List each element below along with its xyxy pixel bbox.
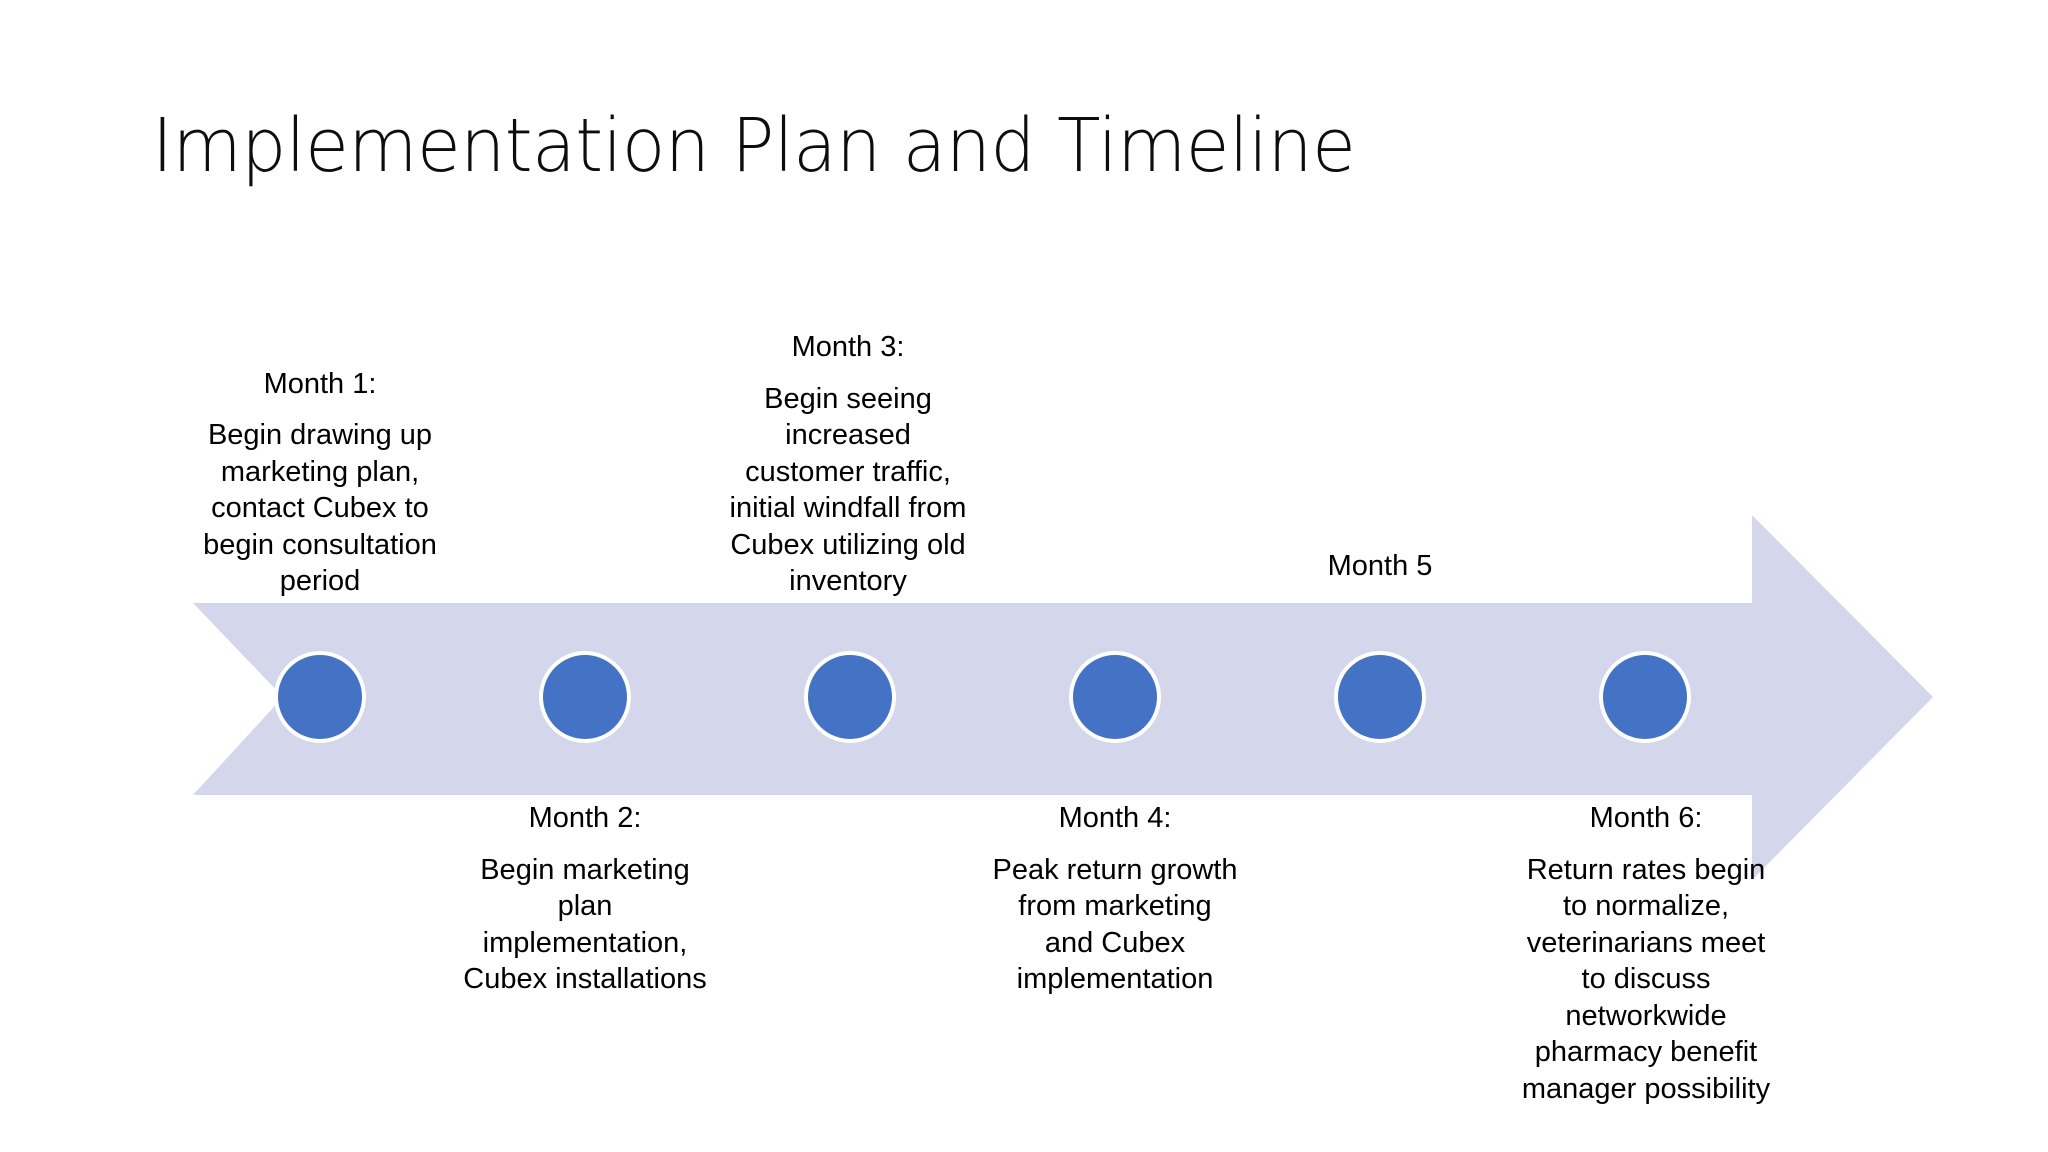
page-title: Implementation Plan and Timeline — [152, 103, 1356, 189]
milestone-body-month-6: Return rates begin to normalize, veterin… — [1521, 853, 1771, 1105]
milestone-node-2[interactable] — [539, 651, 631, 743]
milestone-node-1[interactable] — [274, 651, 366, 743]
milestone-caption-month-5: Month 5 — [1250, 330, 1510, 600]
milestone-body-month-2: Begin marketing plan implementation, Cub… — [463, 853, 707, 996]
milestone-heading-month-5: Month 5 — [1327, 550, 1433, 583]
milestone-caption-month-6: Month 6: Return rates begin to normalize… — [1516, 800, 1776, 1105]
milestone-body-month-1: Begin drawing up marketing plan, contact… — [203, 419, 437, 598]
milestone-node-3[interactable] — [804, 651, 896, 743]
milestone-caption-month-2: Month 2: Begin marketing plan implementa… — [455, 800, 715, 1070]
milestone-body-month-4: Peak return growth from marketing and Cu… — [992, 853, 1238, 996]
milestone-heading-month-2: Month 2: — [528, 802, 642, 834]
milestone-heading-month-6: Month 6: — [1589, 802, 1703, 834]
milestone-caption-month-4: Month 4: Peak return growth from marketi… — [985, 800, 1245, 1070]
milestone-node-4[interactable] — [1069, 651, 1161, 743]
milestone-node-5[interactable] — [1334, 651, 1426, 743]
milestone-caption-month-1: Month 1: Begin drawing up marketing plan… — [190, 330, 450, 600]
milestone-caption-month-3: Month 3: Begin seeing increased customer… — [718, 330, 978, 600]
milestone-node-6[interactable] — [1599, 651, 1691, 743]
milestone-body-month-3: Begin seeing increased customer traffic,… — [729, 382, 967, 598]
milestone-heading-month-3: Month 3: — [791, 331, 905, 364]
milestone-heading-month-1: Month 1: — [263, 367, 377, 400]
milestone-heading-month-4: Month 4: — [1058, 802, 1172, 834]
